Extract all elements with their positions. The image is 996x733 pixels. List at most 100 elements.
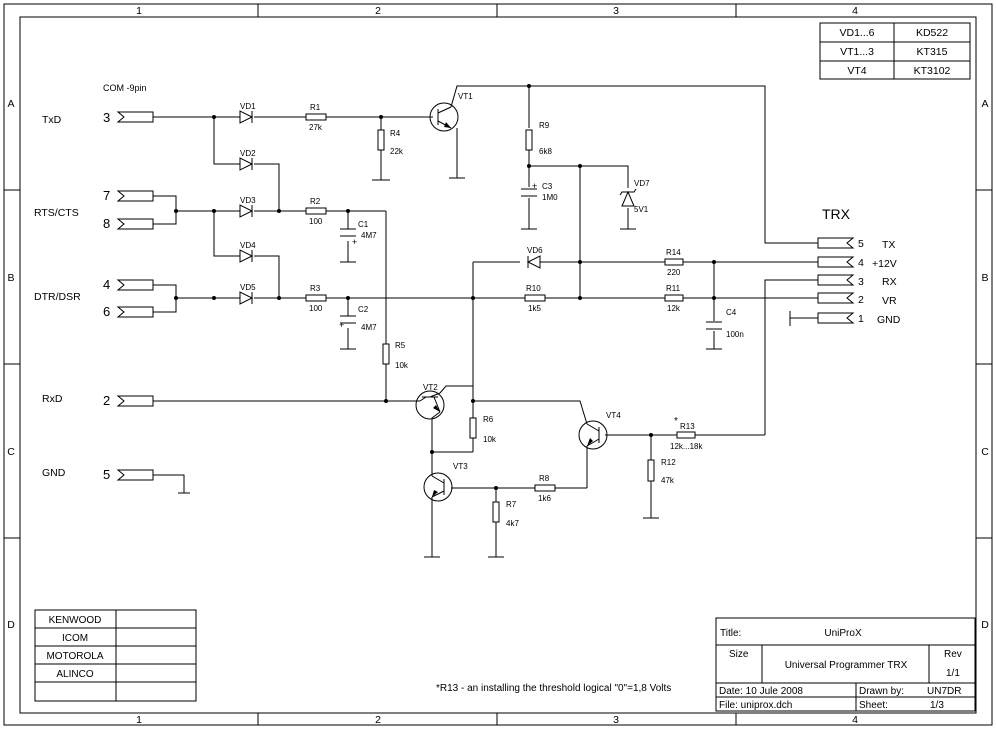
component-label: R2: [310, 197, 321, 206]
connector-title: COM -9pin: [103, 83, 147, 93]
date-text: Date: 10 Jule 2008: [719, 686, 803, 697]
component-label: C4: [726, 308, 737, 317]
capacitor-c1: C1 + 4M7: [340, 220, 377, 247]
transistor-vt4: VT4: [578, 411, 621, 450]
component-mark: *: [674, 416, 678, 427]
col-label-bottom: 3: [613, 714, 619, 726]
resistor-r13: * R13 12k...18k: [670, 416, 703, 451]
brand-name: ALINCO: [56, 669, 93, 680]
signal-name-gnd: GND: [42, 467, 66, 479]
sheet-label: Sheet:: [859, 700, 888, 711]
col-label-top: 4: [852, 5, 858, 17]
polarity-mark: +: [532, 181, 537, 191]
file-text: File: uniprox.dch: [719, 700, 792, 711]
component-label: C1: [358, 220, 369, 229]
component-label: VD5: [240, 283, 256, 292]
title-block: Title: UniProX Size Universal Programmer…: [715, 617, 976, 712]
component-value: 22k: [390, 147, 404, 156]
component-value: 4M7: [361, 231, 377, 240]
col-label-bottom: 2: [375, 714, 381, 726]
trx-title: TRX: [822, 206, 851, 222]
component-label: R11: [666, 284, 681, 293]
component-value: 27k: [309, 123, 323, 132]
diode-vd7: VD7 5V1: [619, 179, 650, 214]
polarity-mark: +: [352, 237, 357, 247]
resistor-r5: R5 10k: [382, 341, 409, 370]
parts-ref: VT1...3: [840, 46, 874, 58]
parts-table: VD1...6 KD522 VT1...3 KT315 VT4 KT3102: [819, 22, 971, 80]
component-label: R7: [506, 500, 517, 509]
row-label-left: B: [7, 272, 14, 284]
resistor-r10: R10 1k5: [524, 284, 546, 313]
pin-number: 6: [103, 304, 110, 319]
title-label: Title:: [720, 628, 741, 639]
component-value: 12k: [667, 304, 681, 313]
pin-name: TX: [882, 239, 895, 251]
col-label-bottom: 4: [852, 714, 858, 726]
signal-name-dtr-dsr: DTR/DSR: [34, 291, 81, 303]
diode-vd4: VD4: [239, 241, 256, 263]
diode-vd2: VD2: [239, 149, 256, 171]
com-pin-5: 5: [103, 467, 154, 482]
row-label-left: D: [7, 619, 15, 631]
trx-pin-4: 4 +12V: [817, 256, 897, 270]
signal-name-rts-cts: RTS/CTS: [34, 207, 79, 219]
capacitor-c4: C4 100n: [706, 308, 744, 339]
pin-number: 5: [103, 467, 110, 482]
component-label: VD3: [240, 196, 256, 205]
capacitor-c2: C2 + 4M7: [339, 305, 377, 332]
component-value: 6k8: [539, 147, 552, 156]
drawing-description: Universal Programmer TRX: [785, 660, 908, 671]
rev-value: 1/1: [946, 668, 960, 679]
resistor-r1: R1 27k: [305, 103, 327, 132]
parts-type: KT315: [917, 46, 948, 58]
component-label: R4: [390, 129, 401, 138]
rev-label: Rev: [944, 649, 962, 660]
component-value: 47k: [661, 476, 675, 485]
diode-vd6: VD6: [526, 246, 543, 269]
drawn-label: Drawn by:: [859, 686, 904, 697]
component-label: R13: [680, 422, 695, 431]
resistor-r6: R6 10k: [469, 415, 497, 444]
component-label: VD7: [634, 179, 650, 188]
component-label: C3: [542, 182, 553, 191]
component-value: 100: [309, 304, 323, 313]
resistor-r8: R8 1k6: [534, 474, 556, 503]
component-value: 100n: [726, 330, 744, 339]
transistor-vt1: VT1: [429, 92, 473, 132]
resistor-r2: R2 100: [305, 197, 327, 226]
pin-number: 8: [103, 216, 110, 231]
col-label-top: 2: [375, 5, 381, 17]
component-label: R10: [526, 284, 541, 293]
trx-pin-2: 2 VR: [817, 292, 897, 307]
pin-name: RX: [882, 276, 897, 288]
row-label-left: C: [7, 446, 15, 458]
component-value: 10k: [395, 361, 409, 370]
component-value: 100: [309, 217, 323, 226]
component-label: R1: [310, 103, 321, 112]
component-label: VD6: [527, 246, 543, 255]
pin-number: 2: [103, 393, 110, 408]
drawn-value: UN7DR: [927, 686, 961, 697]
pin-number: 7: [103, 188, 110, 203]
component-label: VD2: [240, 149, 256, 158]
component-value: 4M7: [361, 323, 377, 332]
component-label: VD4: [240, 241, 256, 250]
component-label: R12: [661, 458, 676, 467]
r13-note: *R13 - an installing the threshold logic…: [436, 683, 671, 694]
pin-number: 3: [103, 110, 110, 125]
capacitor-c3: + C3 1M0: [521, 181, 558, 202]
pin-name: VR: [882, 295, 897, 307]
component-value: 12k...18k: [670, 442, 703, 451]
component-label: C2: [358, 305, 369, 314]
frame-labels: 1 2 3 4 1 2 3 4 A B C D A B C D: [7, 5, 989, 726]
wires: [153, 85, 818, 558]
com-pin-3: 3: [103, 110, 154, 125]
pin-name: GND: [877, 314, 901, 326]
parts-type: KT3102: [914, 65, 951, 77]
component-label: R5: [395, 341, 406, 350]
col-label-top: 3: [613, 5, 619, 17]
component-value: 1k6: [538, 494, 551, 503]
transistor-vt2: VT2: [415, 383, 445, 420]
com-pin-4: 4: [103, 277, 154, 292]
